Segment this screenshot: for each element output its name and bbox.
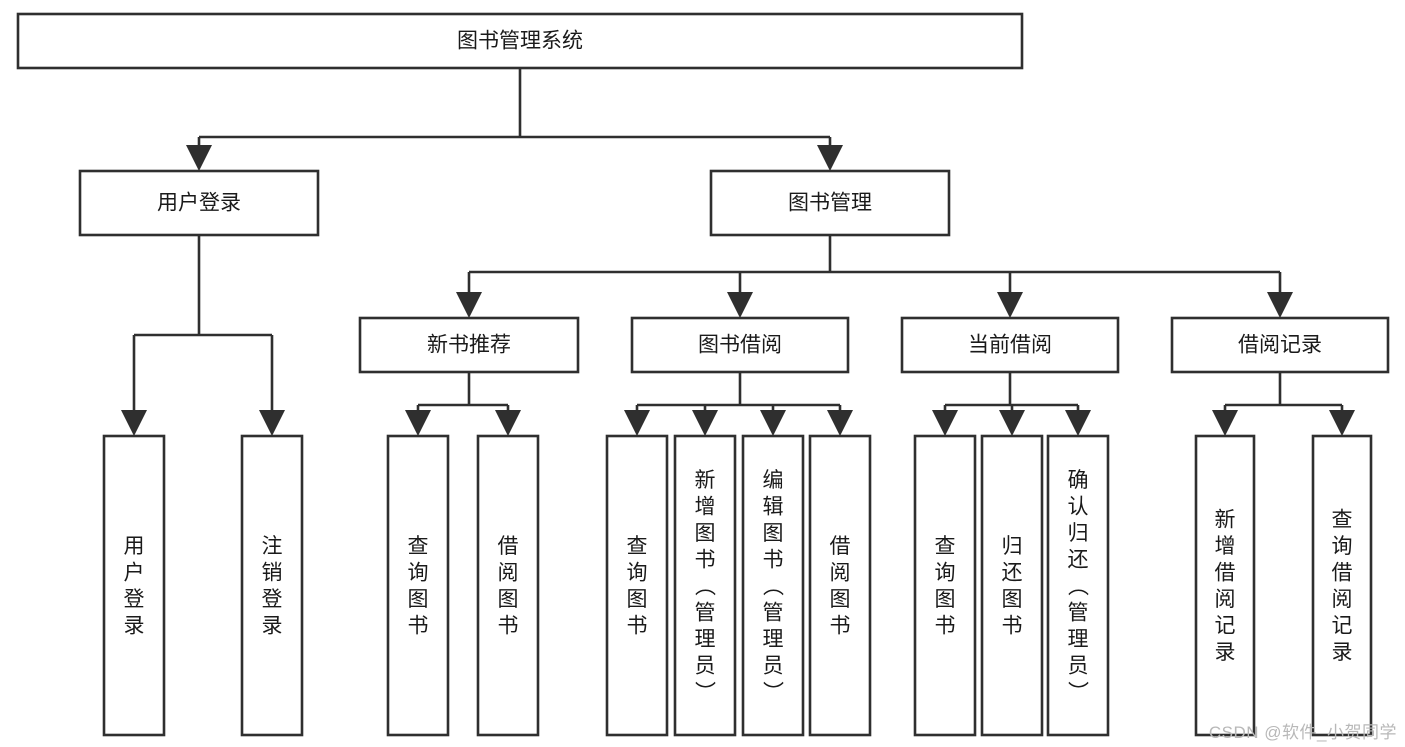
node-borrow-record[interactable]: 借阅记录 <box>1170 316 1390 374</box>
node-leaf-cur-return[interactable]: 归还图书 <box>980 434 1044 737</box>
arrow-head-icon <box>624 410 650 436</box>
node-box[interactable] <box>1311 434 1373 737</box>
node-box[interactable] <box>78 169 320 237</box>
edge-group-root-to-level1 <box>186 68 843 171</box>
edge-group-rec-to-leaves <box>405 372 521 436</box>
node-label: 图书管理系统 <box>457 30 583 53</box>
arrow-head-icon <box>1065 410 1091 436</box>
node-label: 当前借阅 <box>968 334 1052 357</box>
arrow-head-icon <box>1329 410 1355 436</box>
node-box[interactable] <box>102 434 166 737</box>
node-new-book-rec[interactable]: 新书推荐 <box>358 316 580 374</box>
node-box[interactable] <box>358 316 580 374</box>
node-label: 查询借阅记录 <box>1332 509 1353 665</box>
arrow-head-icon <box>727 292 753 318</box>
node-leaf-borrow-borrow[interactable]: 借阅图书 <box>808 434 872 737</box>
node-leaf-cur-confirm[interactable]: 确认归还（管理员） <box>1046 434 1110 737</box>
node-box[interactable] <box>240 434 304 737</box>
node-leaf-rec-query[interactable]: 查询图书 <box>386 434 450 737</box>
node-box[interactable] <box>16 12 1024 70</box>
node-label: 新书推荐 <box>427 334 511 357</box>
node-label: 借阅记录 <box>1238 334 1322 357</box>
node-box[interactable] <box>980 434 1044 737</box>
node-leaf-user-login[interactable]: 用户登录 <box>102 434 166 737</box>
node-box[interactable] <box>476 434 540 737</box>
node-label: 新增图书（管理员） <box>695 469 717 704</box>
node-label: 用户登录 <box>124 535 145 638</box>
node-box[interactable] <box>386 434 450 737</box>
node-label: 图书借阅 <box>698 334 782 357</box>
arrow-head-icon <box>932 410 958 436</box>
node-leaf-cur-query[interactable]: 查询图书 <box>913 434 977 737</box>
node-leaf-borrow-query[interactable]: 查询图书 <box>605 434 669 737</box>
node-label: 确认归还（管理员） <box>1068 469 1090 704</box>
node-book-borrow[interactable]: 图书借阅 <box>630 316 850 374</box>
node-leaf-rec-add[interactable]: 新增借阅记录 <box>1194 434 1256 737</box>
node-label: 新增借阅记录 <box>1215 509 1236 665</box>
edge-group-cur-to-leaves <box>932 372 1091 436</box>
arrow-head-icon <box>692 410 718 436</box>
node-box[interactable] <box>709 169 951 237</box>
node-layer: 图书管理系统用户登录图书管理新书推荐图书借阅当前借阅借阅记录用户登录注销登录查询… <box>16 12 1390 737</box>
node-leaf-borrow-edit[interactable]: 编辑图书（管理员） <box>741 434 805 737</box>
arrow-head-icon <box>817 145 843 171</box>
edge-group-login-to-leaves <box>121 235 285 436</box>
arrow-head-icon <box>760 410 786 436</box>
arrow-head-icon <box>259 410 285 436</box>
arrow-head-icon <box>997 292 1023 318</box>
node-current-borrow[interactable]: 当前借阅 <box>900 316 1120 374</box>
node-label: 编辑图书（管理员） <box>763 469 785 704</box>
node-label: 查询图书 <box>627 535 648 638</box>
node-book-manage[interactable]: 图书管理 <box>709 169 951 237</box>
arrow-head-icon <box>186 145 212 171</box>
node-label: 归还图书 <box>1002 535 1023 638</box>
node-box[interactable] <box>630 316 850 374</box>
arrow-head-icon <box>456 292 482 318</box>
node-box[interactable] <box>741 434 805 737</box>
arrow-head-icon <box>999 410 1025 436</box>
arrow-head-icon <box>1267 292 1293 318</box>
arrow-head-icon <box>1212 410 1238 436</box>
node-leaf-rec-query2[interactable]: 查询借阅记录 <box>1311 434 1373 737</box>
node-label: 查询图书 <box>408 535 429 638</box>
node-box[interactable] <box>1194 434 1256 737</box>
node-user-login[interactable]: 用户登录 <box>78 169 320 237</box>
node-box[interactable] <box>808 434 872 737</box>
node-box[interactable] <box>605 434 669 737</box>
node-box[interactable] <box>1170 316 1390 374</box>
arrow-head-icon <box>495 410 521 436</box>
node-label: 借阅图书 <box>498 535 519 638</box>
node-label: 用户登录 <box>157 192 241 215</box>
node-leaf-user-logout[interactable]: 注销登录 <box>240 434 304 737</box>
node-leaf-borrow-add[interactable]: 新增图书（管理员） <box>673 434 737 737</box>
node-leaf-rec-borrow[interactable]: 借阅图书 <box>476 434 540 737</box>
node-box[interactable] <box>673 434 737 737</box>
node-box[interactable] <box>900 316 1120 374</box>
edge-group-brec-to-leaves <box>1212 372 1355 436</box>
node-box[interactable] <box>913 434 977 737</box>
node-label: 查询图书 <box>935 535 956 638</box>
arrow-head-icon <box>121 410 147 436</box>
node-box[interactable] <box>1046 434 1110 737</box>
arrow-head-icon <box>405 410 431 436</box>
node-label: 借阅图书 <box>830 535 851 638</box>
node-root[interactable]: 图书管理系统 <box>16 12 1024 70</box>
connector-layer <box>121 68 1355 436</box>
arrow-head-icon <box>827 410 853 436</box>
node-label: 图书管理 <box>788 192 872 215</box>
edge-group-borrow-to-leaves <box>624 372 853 436</box>
edge-group-manage-to-level2 <box>456 235 1293 318</box>
node-label: 注销登录 <box>262 535 283 638</box>
